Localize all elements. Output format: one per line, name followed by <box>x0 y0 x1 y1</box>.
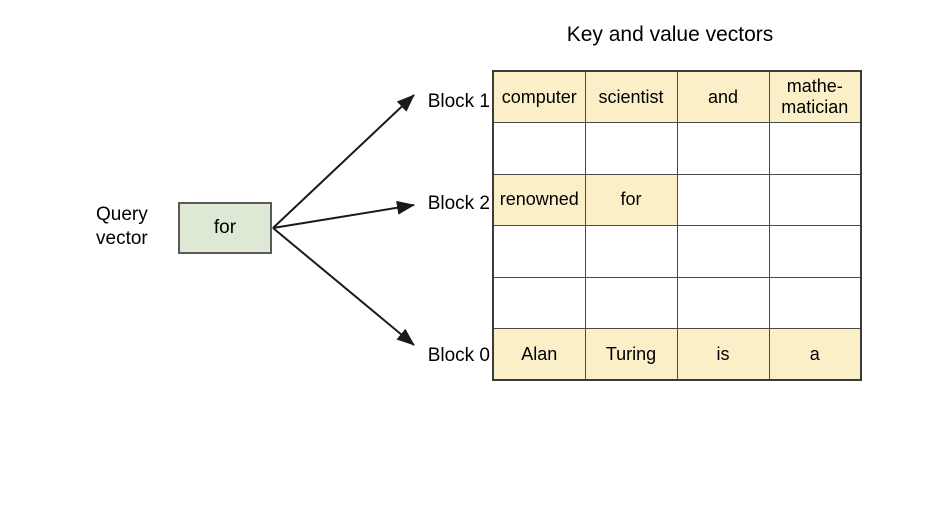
table-row <box>492 276 862 329</box>
table-cell-r4-c1[interactable] <box>584 276 678 329</box>
table-cell-r3-c0[interactable] <box>492 225 586 278</box>
table-row: Alan Turing is a <box>492 328 862 381</box>
table-cell-text: Alan <box>521 343 558 364</box>
table-cell-text: is <box>716 343 730 364</box>
table-cell-text: Turing <box>605 343 657 364</box>
table-cell-r4-c3[interactable] <box>768 276 862 329</box>
block-label-0: Block 0 <box>427 345 490 366</box>
table-cell-r1-c3[interactable] <box>768 122 862 175</box>
table-cell-r5-c3[interactable]: a <box>768 328 862 381</box>
arrow-to-block-0 <box>272 227 415 346</box>
table-cell-r1-c2[interactable] <box>676 122 770 175</box>
table-cell-text: mathe- matician <box>781 76 849 117</box>
table-cell-r2-c3[interactable] <box>768 173 862 226</box>
table-cell-r3-c2[interactable] <box>676 225 770 278</box>
table-cell-r1-c1[interactable] <box>584 122 678 175</box>
table-row: renowned for <box>492 173 862 226</box>
table-row <box>492 225 862 278</box>
table-cell-r3-c1[interactable] <box>584 225 678 278</box>
arrow-to-block-1 <box>272 94 415 229</box>
block-label-1: Block 1 <box>427 91 490 112</box>
table-cell-r4-c2[interactable] <box>676 276 770 329</box>
block-label-2: Block 2 <box>427 193 490 214</box>
diagram-title: Key and value vectors <box>566 23 774 46</box>
table-cell-text: computer <box>501 86 577 107</box>
table-cell-text: for <box>620 189 642 210</box>
arrow-to-block-2 <box>272 200 415 229</box>
table-cell-r2-c1[interactable]: for <box>584 173 678 226</box>
table-cell-text: renowned <box>499 189 579 210</box>
query-vector-box[interactable]: for <box>178 202 272 254</box>
table-cell-text: and <box>707 86 739 107</box>
table-cell-r3-c3[interactable] <box>768 225 862 278</box>
table-row <box>492 122 862 175</box>
query-vector-value: for <box>213 217 237 238</box>
table-cell-r0-c1[interactable]: scientist <box>584 70 678 123</box>
table-cell-r5-c0[interactable]: Alan <box>492 328 586 381</box>
table-cell-r5-c1[interactable]: Turing <box>584 328 678 381</box>
table-cell-r2-c2[interactable] <box>676 173 770 226</box>
table-cell-r1-c0[interactable] <box>492 122 586 175</box>
table-cell-r5-c2[interactable]: is <box>676 328 770 381</box>
table-cell-r0-c0[interactable]: computer <box>492 70 586 123</box>
table-cell-r0-c2[interactable]: and <box>676 70 770 123</box>
table-cell-r0-c3[interactable]: mathe- matician <box>768 70 862 123</box>
table-cell-r4-c0[interactable] <box>492 276 586 329</box>
table-cell-text: scientist <box>598 86 664 107</box>
table-cell-r2-c0[interactable]: renowned <box>492 173 586 226</box>
table-row: computer scientist and mathe- matician <box>492 70 862 123</box>
table-cell-text: a <box>809 343 820 364</box>
key-value-vectors-table: computer scientist and mathe- matician renow… <box>492 70 862 381</box>
